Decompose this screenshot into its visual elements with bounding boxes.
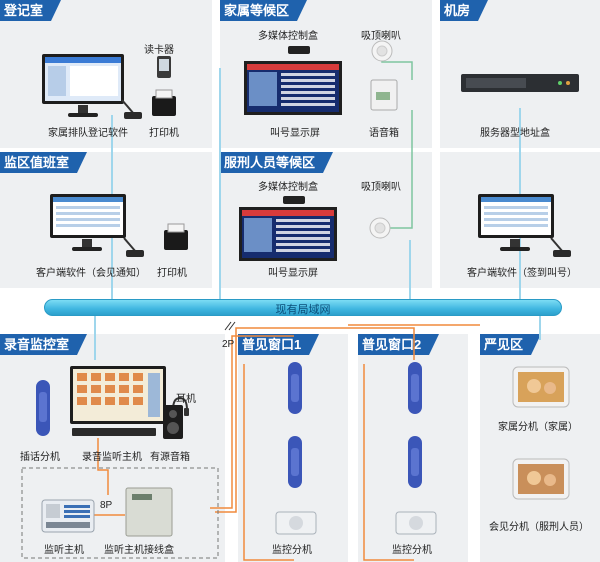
family-media-box-icon bbox=[288, 46, 310, 54]
window1-title: 普见窗口1 bbox=[238, 334, 320, 355]
duty-mic-icon bbox=[123, 237, 144, 257]
duty-room-title: 监区值班室 bbox=[0, 152, 88, 173]
duty-printer-icon bbox=[164, 223, 188, 250]
label-2p: 2P bbox=[222, 339, 235, 350]
meeting-tablet-icon bbox=[512, 458, 570, 500]
family-ext-label: 家属分机（家属） bbox=[498, 422, 578, 433]
junction-box-label: 监听主机接线盒 bbox=[104, 545, 174, 556]
powered-speaker-icon bbox=[163, 405, 183, 439]
lan-label: 现有局域网 bbox=[275, 304, 331, 316]
family-ceiling-speaker-icon bbox=[371, 40, 393, 62]
registration-title: 登记室 bbox=[0, 0, 62, 21]
recording-host-monitor-icon bbox=[70, 366, 166, 436]
headphone-label: 耳机 bbox=[176, 394, 196, 405]
card-reader-label: 读卡器 bbox=[144, 45, 174, 56]
voice-box-label: 语音箱 bbox=[369, 128, 399, 139]
inmate-waiting-title: 服刑人员等候区 bbox=[220, 152, 334, 173]
registration-panel: 登记室 bbox=[0, 0, 212, 148]
duty-printer-label: 打印机 bbox=[157, 268, 187, 279]
family-tablet-icon bbox=[512, 366, 570, 408]
meeting-ext-label: 会见分机（服刑人员） bbox=[489, 522, 589, 533]
powered-speaker-label: 有源音箱 bbox=[150, 452, 190, 463]
family-display-icon bbox=[244, 61, 342, 115]
recording-host-label: 录音监听主机 bbox=[82, 452, 142, 463]
strict-title: 严见区 bbox=[480, 334, 542, 355]
registration-monitor-icon bbox=[42, 54, 124, 117]
inmate-display-icon bbox=[239, 207, 337, 261]
registration-printer-label: 打印机 bbox=[149, 128, 179, 139]
inmate-ceiling-speaker-icon bbox=[369, 217, 391, 239]
duty-monitor-icon bbox=[50, 194, 126, 251]
inmate-client-label: 客户端软件（签到叫号） bbox=[467, 268, 577, 279]
recording-room-title: 录音监控室 bbox=[0, 334, 88, 355]
window2-title: 普见窗口2 bbox=[358, 334, 440, 355]
inmate-speaker-label: 吸顶喇叭 bbox=[361, 182, 401, 193]
server-box-label: 服务器型地址盒 bbox=[480, 128, 550, 139]
window1-monitor-ext-icon bbox=[275, 511, 317, 535]
inmate-media-box-label: 多媒体控制盒 bbox=[258, 182, 318, 193]
family-speaker-label: 吸顶喇叭 bbox=[361, 31, 401, 42]
inmate-media-box-icon bbox=[283, 196, 305, 204]
window1-phone-top-icon bbox=[288, 362, 302, 414]
window2-phone-top-icon bbox=[408, 362, 422, 414]
family-media-box-label: 多媒体控制盒 bbox=[258, 31, 318, 42]
inmate-client-mic-icon bbox=[550, 237, 571, 257]
registration-software-label: 家属排队登记软件 bbox=[48, 128, 128, 139]
server-box-icon bbox=[461, 74, 579, 92]
card-reader-icon bbox=[157, 56, 171, 78]
registration-printer-icon bbox=[152, 89, 176, 116]
registration-mic-icon bbox=[121, 99, 142, 119]
server-room-title: 机房 bbox=[440, 0, 489, 21]
inmate-client-monitor-icon bbox=[478, 194, 554, 251]
label-8p: 8P bbox=[100, 500, 113, 511]
junction-box-icon bbox=[125, 487, 173, 537]
family-display-label: 叫号显示屏 bbox=[270, 128, 320, 139]
inmate-display-label: 叫号显示屏 bbox=[268, 268, 318, 279]
extension-label: 插话分机 bbox=[20, 452, 60, 463]
family-waiting-title: 家属等候区 bbox=[220, 0, 308, 21]
window1-monitor-ext-label: 监控分机 bbox=[272, 545, 312, 556]
monitor-host-label: 监听主机 bbox=[44, 545, 84, 556]
window2-monitor-ext-label: 监控分机 bbox=[392, 545, 432, 556]
window2-phone-bottom-icon bbox=[408, 436, 422, 488]
wire-2p-marker bbox=[224, 321, 232, 331]
duty-client-label: 客户端软件（会见通知） bbox=[36, 268, 146, 279]
monitor-host-icon bbox=[41, 499, 95, 533]
window1-phone-bottom-icon bbox=[288, 436, 302, 488]
window2-monitor-ext-icon bbox=[395, 511, 437, 535]
voice-box-icon bbox=[370, 79, 398, 111]
extension-phone-icon bbox=[36, 380, 50, 436]
lan-bar: 现有局域网 bbox=[44, 299, 562, 316]
